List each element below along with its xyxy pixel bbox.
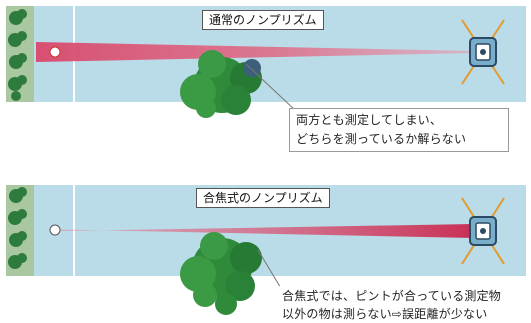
callout-box	[289, 108, 509, 152]
caption-line: 以外の物は測らない⇨誤距離が少ない	[282, 307, 488, 321]
caption-line: 合焦式では、ピントが合っている測定物	[282, 289, 502, 303]
target-reflector-icon	[49, 46, 61, 58]
callout-box	[276, 286, 526, 323]
callout-leader	[245, 63, 296, 111]
total-station-icon	[469, 37, 497, 67]
shrub-icon	[8, 9, 27, 101]
panel-title: 通常のノンプリズム	[202, 10, 324, 30]
laser-beam	[60, 224, 474, 238]
tree-icon	[180, 50, 262, 118]
tree-icon	[180, 232, 262, 315]
caption-line: どちらを測っているか解らない	[296, 132, 467, 146]
shrub-icon	[8, 187, 27, 269]
callout-leader	[257, 249, 283, 291]
laser-beam	[36, 42, 474, 62]
caption-line: 両方とも測定してしまい、	[296, 113, 443, 127]
panel-title: 合焦式のノンプリズム	[196, 188, 330, 208]
target-reflector-icon	[49, 224, 61, 236]
total-station-icon	[469, 216, 497, 246]
